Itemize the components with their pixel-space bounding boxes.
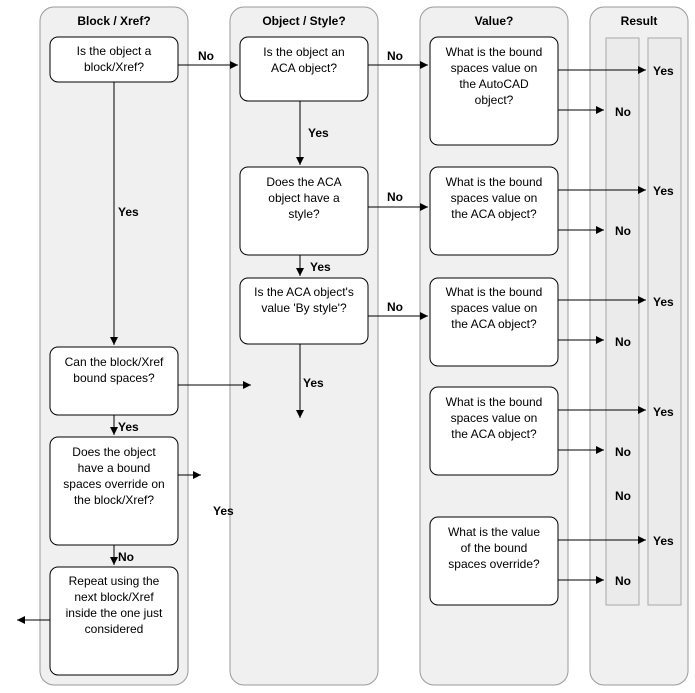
edge-label-yes: Yes xyxy=(213,504,234,518)
svg-text:block/Xref?: block/Xref? xyxy=(84,60,144,74)
svg-text:object have a: object have a xyxy=(268,191,340,205)
svg-text:inside the one just: inside the one just xyxy=(66,606,163,620)
lane-title-result: Result xyxy=(621,14,658,28)
edge-label-yes: Yes xyxy=(303,376,324,390)
svg-text:have a bound: have a bound xyxy=(78,461,151,475)
svg-text:ACA object?: ACA object? xyxy=(271,61,337,75)
svg-text:Is the object an: Is the object an xyxy=(263,45,344,59)
node-value-autocad: What is the bound spaces value on the Au… xyxy=(429,36,559,146)
svg-text:value 'By style'?: value 'By style'? xyxy=(261,301,347,315)
svg-text:of the bound: of the bound xyxy=(461,541,528,555)
svg-text:style?: style? xyxy=(288,207,320,221)
svg-text:the ACA object?: the ACA object? xyxy=(451,207,537,221)
result-yes: Yes xyxy=(653,184,674,198)
edge-label-yes: Yes xyxy=(118,420,139,434)
result-yes: Yes xyxy=(653,64,674,78)
svg-text:What is the value: What is the value xyxy=(448,525,540,539)
svg-text:spaces value on: spaces value on xyxy=(451,411,538,425)
result-no: No xyxy=(615,445,631,459)
result-column-yes xyxy=(647,37,682,606)
node-can-bound: Can the block/Xref bound spaces? xyxy=(49,346,179,416)
svg-text:What is the bound: What is the bound xyxy=(446,45,543,59)
svg-text:Repeat using the: Repeat using the xyxy=(69,574,160,588)
node-value-override: What is the value of the bound spaces ov… xyxy=(429,516,559,606)
node-has-style: Does the ACA object have a style? xyxy=(239,166,369,256)
lane-object xyxy=(229,6,379,686)
svg-text:Is the ACA object's: Is the ACA object's xyxy=(254,285,354,299)
node-is-block: Is the object a block/Xref? xyxy=(49,36,179,83)
svg-text:considered: considered xyxy=(85,622,144,636)
svg-text:the ACA object?: the ACA object? xyxy=(451,427,537,441)
connectors xyxy=(17,61,646,624)
svg-text:spaces override?: spaces override? xyxy=(448,557,540,571)
edge-label-no: No xyxy=(387,190,403,204)
result-yes: Yes xyxy=(653,534,674,548)
edge-label-no: No xyxy=(387,300,403,314)
svg-text:object?: object? xyxy=(475,93,514,107)
result-no: No xyxy=(615,335,631,349)
edge-label-yes: Yes xyxy=(310,260,331,274)
lane-title-object: Object / Style? xyxy=(262,14,345,28)
edge-label-no: No xyxy=(198,49,214,63)
lane-title-block: Block / Xref? xyxy=(77,14,150,28)
result-no: No xyxy=(615,489,631,503)
svg-text:Does the object: Does the object xyxy=(72,445,156,459)
node-override: Does the object have a bound spaces over… xyxy=(49,436,179,546)
svg-text:Is the object a: Is the object a xyxy=(77,44,152,58)
result-no: No xyxy=(615,224,631,238)
svg-text:the block/Xref?: the block/Xref? xyxy=(74,493,154,507)
result-yes: Yes xyxy=(653,295,674,309)
edge-label-no: No xyxy=(118,550,134,564)
result-no: No xyxy=(615,105,631,119)
edge-label-no: No xyxy=(387,49,403,63)
result-yes: Yes xyxy=(653,405,674,419)
svg-text:Can the block/Xref: Can the block/Xref xyxy=(65,355,164,369)
svg-text:What is the bound: What is the bound xyxy=(446,175,543,189)
node-value-aca-1: What is the bound spaces value on the AC… xyxy=(429,166,559,256)
node-value-aca-3: What is the bound spaces value on the AC… xyxy=(429,386,559,476)
svg-text:next block/Xref: next block/Xref xyxy=(74,590,154,604)
svg-text:Does the ACA: Does the ACA xyxy=(266,175,341,189)
node-by-style: Is the ACA object's value 'By style'? xyxy=(239,277,369,345)
result-column-no xyxy=(605,37,640,606)
svg-text:spaces value on: spaces value on xyxy=(451,301,538,315)
svg-text:spaces override on: spaces override on xyxy=(63,477,164,491)
edge-label-yes: Yes xyxy=(308,126,329,140)
svg-text:bound spaces?: bound spaces? xyxy=(73,371,155,385)
svg-text:spaces value on: spaces value on xyxy=(451,191,538,205)
svg-text:the ACA object?: the ACA object? xyxy=(451,317,537,331)
lane-title-value: Value? xyxy=(475,14,514,28)
svg-text:spaces value on: spaces value on xyxy=(451,61,538,75)
edge-label-yes: Yes xyxy=(118,205,139,219)
node-value-aca-2: What is the bound spaces value on the AC… xyxy=(429,277,559,367)
svg-text:the AutoCAD: the AutoCAD xyxy=(459,77,529,91)
node-repeat: Repeat using the next block/Xref inside … xyxy=(49,566,179,676)
node-is-aca: Is the object an ACA object? xyxy=(239,36,369,102)
result-no: No xyxy=(615,574,631,588)
svg-text:What is the bound: What is the bound xyxy=(446,395,543,409)
svg-text:What is the bound: What is the bound xyxy=(446,285,543,299)
